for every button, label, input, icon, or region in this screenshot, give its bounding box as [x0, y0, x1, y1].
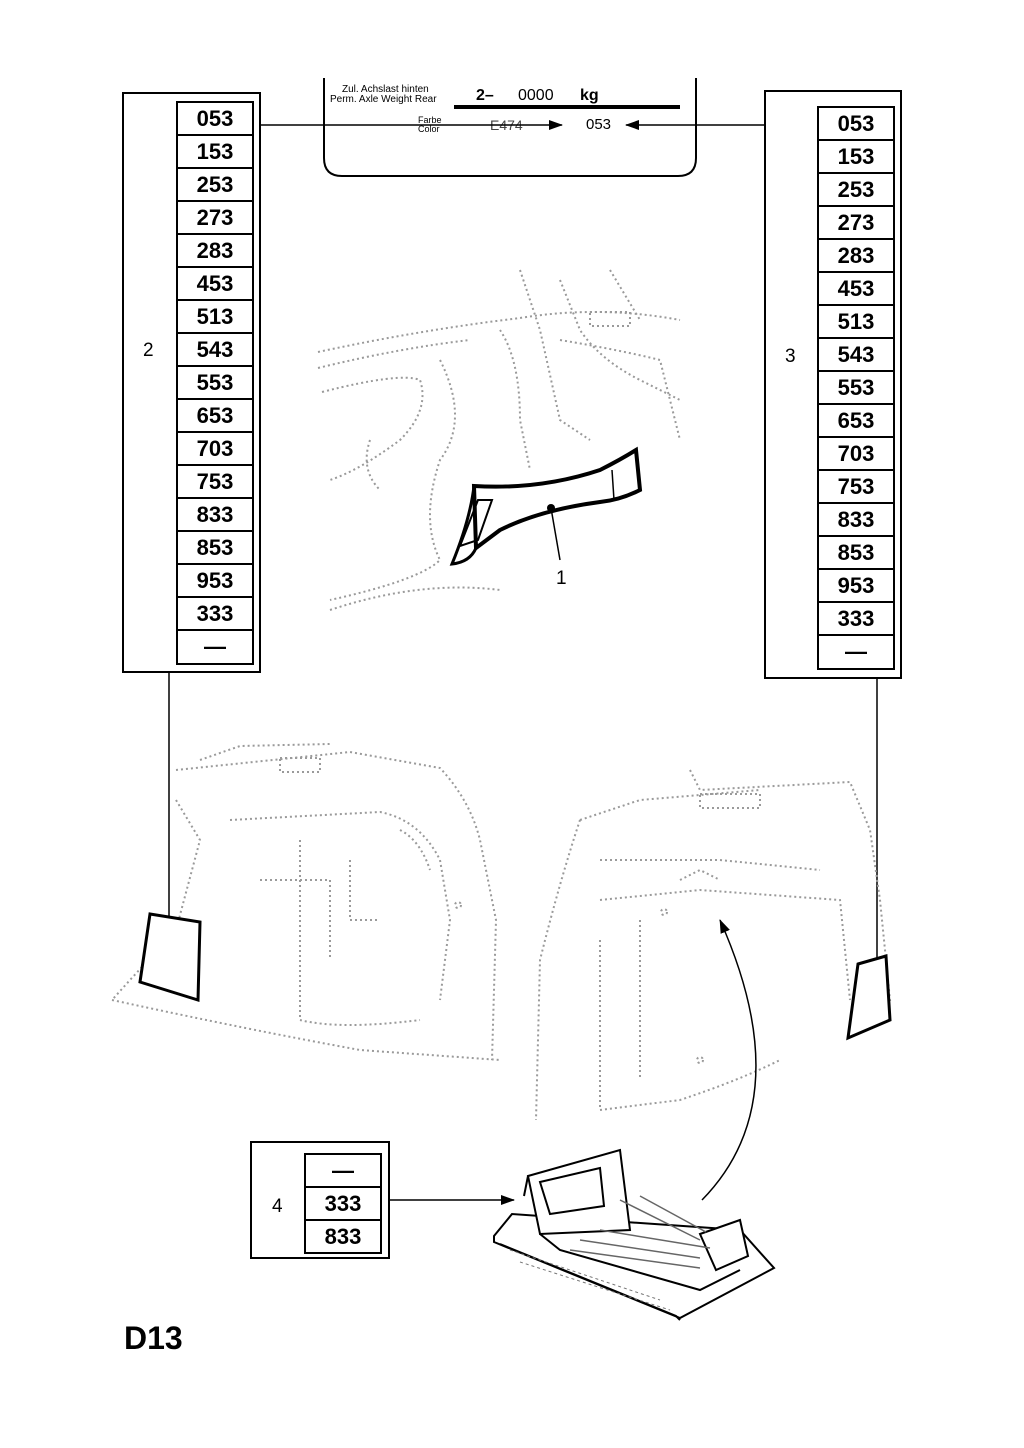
- code-cell: 953: [819, 570, 893, 603]
- right-insulator-pad: [846, 954, 892, 1041]
- code-cell: 153: [819, 141, 893, 174]
- code-cell: 333: [819, 603, 893, 636]
- code-cell: 543: [178, 334, 252, 367]
- code-cell: 543: [819, 339, 893, 372]
- code-cell: 513: [819, 306, 893, 339]
- plate-color-code: 053: [586, 116, 611, 133]
- code-cell: 453: [819, 273, 893, 306]
- plate-color-de: Farbe: [418, 115, 442, 125]
- trim-panel-part: [449, 446, 643, 566]
- code-cell: 333: [178, 598, 252, 631]
- tray-curved-arrow: [701, 919, 757, 1201]
- code-cell: 283: [819, 240, 893, 273]
- code-cell: 053: [178, 103, 252, 136]
- color-plate: Zul. Achslast hinten Perm. Axle Weight R…: [323, 78, 697, 177]
- code-cell: 253: [178, 169, 252, 202]
- code-cell: —: [845, 639, 867, 664]
- code-cell: 853: [178, 532, 252, 565]
- code-cell: 833: [178, 499, 252, 532]
- left-insulator-pad: [138, 912, 202, 1003]
- part1-callout: 1: [556, 568, 567, 589]
- code-cell: 513: [178, 301, 252, 334]
- lower-left-body-drawing: [111, 743, 501, 1061]
- code-cell: 833: [324, 1224, 362, 1249]
- code-cell: 253: [819, 174, 893, 207]
- plate-weight-prefix: 2–: [476, 87, 494, 104]
- code-cell: 753: [178, 466, 252, 499]
- bottom-code-column: —333 833: [304, 1153, 382, 1254]
- code-cell: 283: [178, 235, 252, 268]
- code-cell: 273: [178, 202, 252, 235]
- code-cell: 053: [819, 108, 893, 141]
- code-cell: 953: [178, 565, 252, 598]
- part1-leader: [550, 507, 561, 561]
- plate-weight-value: 0000: [518, 87, 554, 104]
- upper-body-drawing: [317, 269, 681, 611]
- code-cell: 153: [178, 136, 252, 169]
- code-cell: 273: [819, 207, 893, 240]
- right-list-callout: 3: [785, 346, 796, 367]
- code-cell: 653: [178, 400, 252, 433]
- plate-line-en: Perm. Axle Weight Rear: [330, 94, 437, 105]
- code-cell: 653: [819, 405, 893, 438]
- code-cell: 453: [178, 268, 252, 301]
- bottom-list-callout: 4: [272, 1196, 283, 1217]
- code-cell: 703: [178, 433, 252, 466]
- plate-color-en: Color: [418, 124, 440, 134]
- code-cell: —: [204, 634, 226, 659]
- bottom-code-list: —333 833: [250, 1141, 390, 1259]
- code-cell: 833: [819, 504, 893, 537]
- code-cell: 553: [819, 372, 893, 405]
- page-identifier: D13: [124, 1320, 183, 1356]
- storage-tray-part: [493, 1148, 776, 1321]
- code-cell: 333: [306, 1188, 380, 1221]
- code-cell: 553: [178, 367, 252, 400]
- code-cell: 753: [819, 471, 893, 504]
- left-list-callout: 2: [143, 340, 154, 361]
- plate-weight-unit: kg: [580, 87, 599, 104]
- code-cell: 853: [819, 537, 893, 570]
- plate-line-de: Zul. Achslast hinten: [342, 84, 429, 95]
- lower-right-body-drawing: [535, 769, 892, 1121]
- code-cell: 703: [819, 438, 893, 471]
- code-cell: —: [306, 1155, 380, 1188]
